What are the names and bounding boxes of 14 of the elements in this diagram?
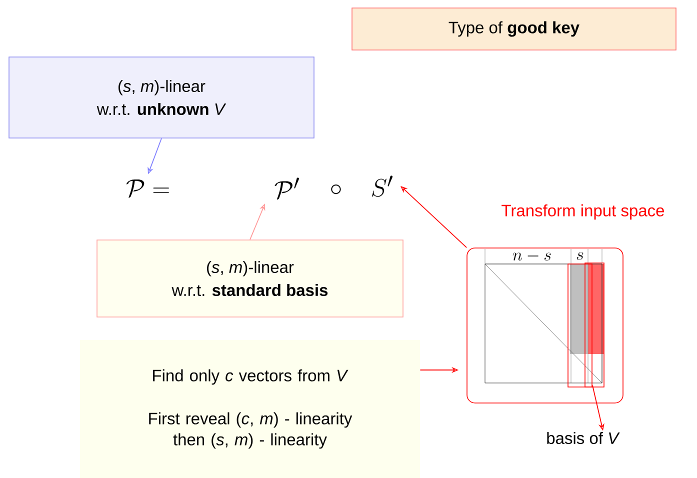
dimension-label: $n - s$ [512, 252, 551, 260]
callout-box: (s, m)-linear w.r.t. standard basis [96, 240, 404, 318]
dimension-label: $s$ [576, 252, 584, 260]
operator-symbol: $\circ$ [331, 184, 341, 194]
node-label: Transform input space [502, 204, 664, 220]
formula: $\mathcal{P}'$ [274, 178, 299, 200]
arrow [400, 186, 468, 248]
note-panel: Find only c vectors from V First reveal (c, m) - linearity then (s, m) - linearity [80, 340, 420, 478]
column-outline [584, 262, 604, 388]
callout-box: (s, m)-linear w.r.t. unknown V [8, 56, 314, 138]
heading-box: Type of good key [352, 8, 676, 50]
formula: $\mathcal{P} =$ [126, 180, 169, 198]
caption-text: basis of V [547, 432, 620, 444]
formula: $S'$ [372, 176, 393, 197]
